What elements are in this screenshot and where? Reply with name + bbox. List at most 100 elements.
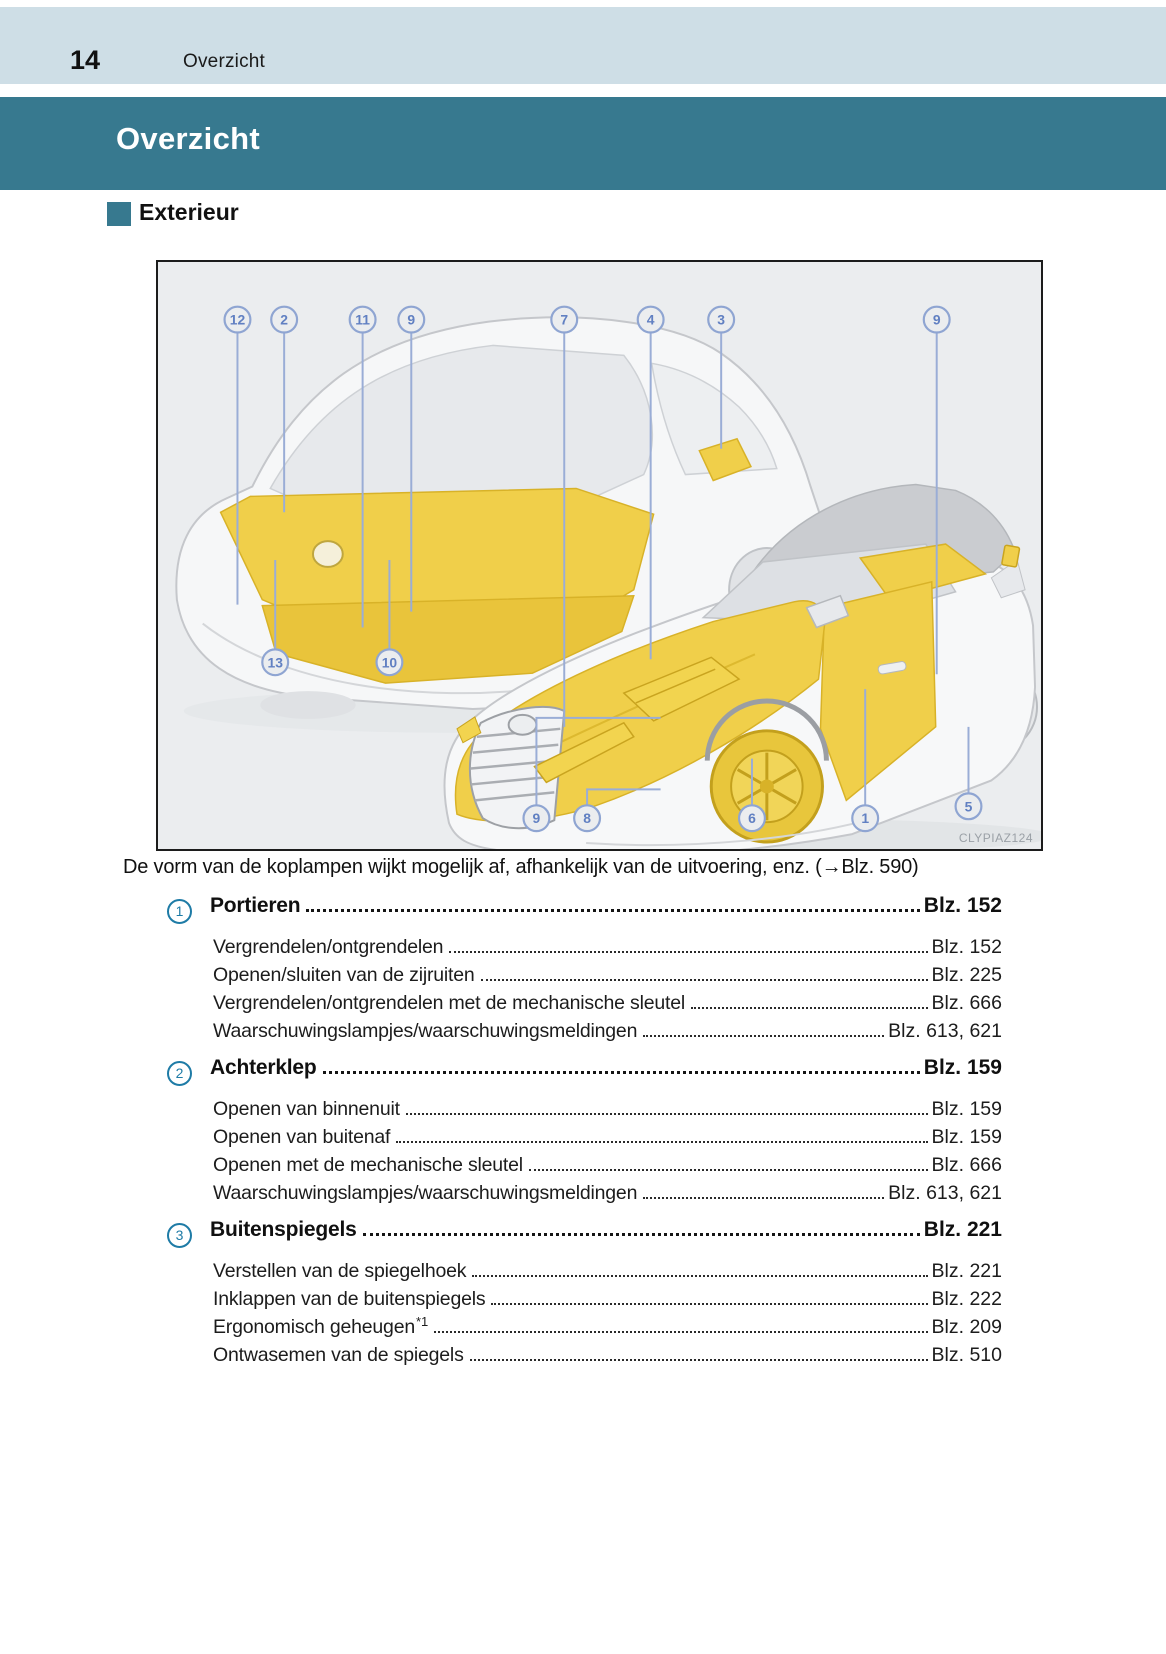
toc-item-label: Openen van binnenuit	[213, 1098, 400, 1120]
toc-item-label: Vergrendelen/ontgrendelen	[213, 936, 444, 958]
toc-item-label: Openen met de mechanische sleutel	[213, 1154, 523, 1176]
callout-number: 9	[933, 312, 941, 328]
wheel-hub	[759, 779, 774, 794]
subsection-title: Exterieur	[139, 199, 239, 225]
diagram-caption: De vorm van de koplampen wijkt mogelijk …	[123, 856, 919, 878]
toc-item-row: Verstellen van de spiegelhoek Blz. 221	[167, 1260, 1002, 1288]
toc-item-page: Blz. 666	[931, 1154, 1002, 1176]
diagram-watermark: CLYPIAZ124	[958, 831, 1033, 845]
callout-circle	[375, 648, 404, 677]
page-header-band: 14 Overzicht	[0, 7, 1166, 84]
callout-leader-line	[535, 716, 661, 806]
toc-item-page: Blz. 225	[931, 964, 1002, 986]
callout-circle	[550, 305, 579, 334]
running-header: Overzicht	[183, 51, 266, 72]
callout-number: 2	[280, 312, 288, 328]
marker-lamp-highlight	[456, 716, 482, 744]
toc-section-page: Blz. 221	[923, 1218, 1002, 1241]
callout-number: 13	[267, 654, 283, 670]
dot-leader	[449, 951, 928, 953]
toc-item-page: Blz. 209	[931, 1316, 1002, 1338]
toc-item-row: Waarschuwingslampjes/waarschuwingsmeldin…	[167, 1020, 1002, 1048]
toc-title-row: 3 Buitenspiegels Blz. 221	[167, 1218, 1002, 1260]
car-illustration-rear	[175, 316, 827, 733]
callout-number: 10	[382, 654, 398, 670]
toc-section-buitenspiegels: 3 Buitenspiegels Blz. 221 Verstellen van…	[167, 1218, 1002, 1372]
toc-number-badge: 1	[167, 899, 192, 924]
callout-leader-line	[586, 788, 661, 806]
callout-number: 5	[965, 798, 973, 814]
toc-number-badge: 3	[167, 1223, 192, 1248]
toc-item-label: Openen van buitenaf	[213, 1126, 391, 1148]
toc-item-page: Blz. 510	[931, 1344, 1002, 1366]
toc-item-label: Openen/sluiten van de zijruiten	[213, 964, 475, 986]
toc-item-label: Waarschuwingslampjes/waarschuwingsmeldin…	[213, 1020, 638, 1042]
toc-item-row: Ontwasemen van de spiegels Blz. 510	[167, 1344, 1002, 1372]
dot-leader	[643, 1197, 885, 1199]
toc-item-label: Verstellen van de spiegelhoek	[213, 1260, 467, 1282]
headlight-detail	[635, 668, 716, 704]
callout-circle	[922, 305, 951, 334]
toc-item-page: Blz. 222	[931, 1288, 1002, 1310]
drl-highlight	[533, 721, 635, 784]
callout-number: 1	[861, 810, 869, 826]
toc-item-page: Blz. 159	[931, 1126, 1002, 1148]
dot-leader	[396, 1141, 928, 1143]
toc-item-page: Blz. 159	[931, 1098, 1002, 1120]
dot-leader	[322, 1071, 920, 1074]
toc-item-row: Ergonomisch geheugen*1 Blz. 209	[167, 1314, 1002, 1344]
bumper-line	[202, 622, 553, 695]
callout-circle	[636, 305, 665, 334]
dot-leader	[691, 1007, 928, 1009]
toc-title-row: 1 Portieren Blz. 152	[167, 894, 1002, 936]
callout-number: 12	[230, 312, 246, 328]
toc-item-row: Openen met de mechanische sleutel Blz. 6…	[167, 1154, 1002, 1182]
toc-section-page: Blz. 152	[923, 894, 1002, 917]
toc-section-title: Achterklep	[210, 1056, 317, 1079]
door-window-highlight	[858, 543, 988, 601]
callout-number: 9	[407, 312, 415, 328]
callout-circle	[522, 804, 551, 833]
dot-leader	[405, 1113, 928, 1115]
callout-circle	[707, 305, 736, 334]
toc-number-badge: 2	[167, 1061, 192, 1086]
dot-leader	[491, 1303, 928, 1305]
mirror-highlight	[698, 437, 753, 482]
rocker-line	[586, 817, 875, 846]
chapter-title: Overzicht	[116, 121, 260, 156]
callout-circle	[270, 305, 299, 334]
toc-section-page: Blz. 159	[923, 1056, 1002, 1079]
callout-circle	[737, 804, 766, 833]
toc-item-label: Inklappen van de buitenspiegels	[213, 1288, 486, 1310]
mirror	[805, 594, 850, 629]
toc-section-title: Portieren	[210, 894, 301, 917]
toc-item-row: Openen van binnenuit Blz. 159	[167, 1098, 1002, 1126]
toc-item-row: Openen/sluiten van de zijruiten Blz. 225	[167, 964, 1002, 992]
toc-item-page: Blz. 221	[931, 1260, 1002, 1282]
callout-circle	[223, 305, 252, 334]
footnote-marker: *1	[415, 1314, 429, 1329]
toc: 1 Portieren Blz. 152 Vergrendelen/ontgre…	[167, 894, 1002, 1380]
side-window	[650, 362, 778, 476]
callout-circle	[397, 305, 426, 334]
dot-leader	[643, 1035, 885, 1037]
callout-circle	[573, 804, 602, 833]
callout-circle	[261, 648, 290, 677]
dot-leader	[306, 909, 920, 912]
wheel	[260, 691, 356, 719]
toc-item-page: Blz. 666	[931, 992, 1002, 1014]
wheel-arch	[704, 698, 829, 761]
toc-section-title: Buitenspiegels	[210, 1218, 357, 1241]
callout-number: 6	[748, 810, 756, 826]
callout-number: 3	[717, 312, 725, 328]
door-highlight	[819, 580, 937, 802]
callout-circle	[348, 305, 377, 334]
toc-item-label: Vergrendelen/ontgrendelen met de mechani…	[213, 992, 686, 1014]
callout-circle	[851, 804, 880, 833]
toc-item-label: Ergonomisch geheugen	[213, 1316, 415, 1338]
dot-leader	[469, 1359, 928, 1361]
toc-item-label: Ontwasemen van de spiegels	[213, 1344, 464, 1366]
toc-item-row: Openen van buitenaf Blz. 159	[167, 1126, 1002, 1154]
